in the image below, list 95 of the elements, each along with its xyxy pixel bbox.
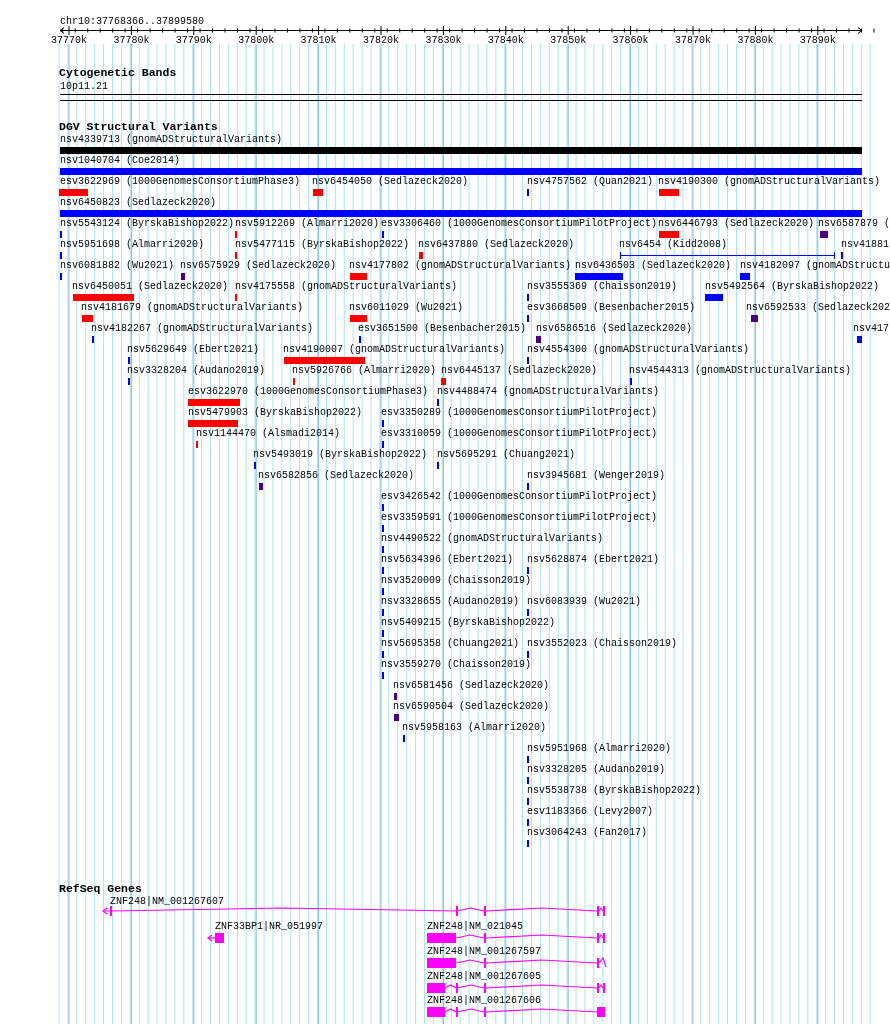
- variant-label: esv3350289 (1000GenomesConsortiumPilotProject): [381, 407, 658, 418]
- variant-label: nsv6083939 (Wu2021): [527, 596, 642, 607]
- variant-label: nsv5951968 (Almarri2020): [527, 743, 672, 754]
- variant-label: nsv6081882 (Wu2021): [60, 260, 175, 271]
- variant-label: nsv6436503 (Sedlazeck2020): [575, 260, 732, 271]
- tick-label: 37860k: [612, 35, 649, 46]
- tick-label: 37850k: [550, 35, 587, 46]
- variant-label: nsv4544313 (gnomADStructuralVariants): [629, 365, 852, 376]
- band-label: 10p11.21: [60, 81, 108, 92]
- tick-label: 37810k: [300, 35, 337, 46]
- variant-label: nsv6454 (Kidd2008): [619, 239, 728, 250]
- gene-label: ZNF248|NM_021045: [427, 921, 523, 932]
- variant-label: nsv4190300 (gnomADStructuralVariants): [658, 176, 881, 187]
- variant-label: nsv5695291 (Chuang2021): [437, 449, 576, 460]
- variant-label: nsv3555369 (Chaisson2019): [527, 281, 678, 292]
- variant-label: nsv417: [853, 323, 889, 334]
- tick-label: 37890k: [799, 35, 836, 46]
- tick-label: 37840k: [487, 35, 524, 46]
- variant-label: nsv5629649 (Ebert2021): [127, 344, 260, 355]
- variant-label: nsv6575929 (Sedlazeck2020): [180, 260, 337, 271]
- coordinate-label: chr10:37768366..37899580: [60, 16, 205, 27]
- tick-label: 37870k: [675, 35, 711, 46]
- variant-label: nsv6582856 (Sedlazeck2020): [258, 470, 415, 481]
- variant-label: nsv3328655 (Audano2019): [381, 596, 520, 607]
- variant-label: nsv6011029 (Wu2021): [349, 302, 464, 313]
- variant-label: nsv1144470 (Alsmadi2014): [196, 428, 341, 439]
- variant-label: nsv4181679 (gnomADStructuralVariants): [81, 302, 304, 313]
- tick-label: 37790k: [175, 35, 212, 46]
- variant-label: esv1183366 (Levy2007): [527, 806, 654, 817]
- variant-label: nsv6437880 (Sedlazeck2020): [418, 239, 575, 250]
- variant-label: nsv4182267 (gnomADStructuralVariants): [91, 323, 314, 334]
- variant-label: nsv4554300 (gnomADStructuralVariants): [527, 344, 750, 355]
- variant-label: nsv5493019 (ByrskaBishop2022): [253, 449, 428, 460]
- variant-label: nsv4757562 (Quan2021): [527, 176, 654, 187]
- tick-label: 37800k: [238, 35, 275, 46]
- variant-label: nsv4177802 (gnomADStructuralVariants): [349, 260, 572, 271]
- gene-label: ZNF33BP1|NR_051997: [215, 921, 324, 932]
- gene-label: ZNF248|NM_001267597: [427, 946, 542, 957]
- variant-label: nsv5634396 (Ebert2021): [381, 554, 514, 565]
- variant-label: nsv3945681 (Wenger2019): [527, 470, 666, 481]
- variant-label: nsv6581456 (Sedlazeck2020): [393, 680, 550, 691]
- variant-label: nsv6446793 (Sedlazeck2020): [658, 218, 815, 229]
- variant-label: nsv5477115 (ByrskaBishop2022): [235, 239, 410, 250]
- tick-label: 37780k: [113, 35, 150, 46]
- variant-label: nsv6587879 (: [818, 218, 890, 229]
- track-title: DGV Structural Variants: [59, 121, 218, 133]
- variant-label: nsv5409215 (ByrskaBishop2022): [381, 617, 556, 628]
- variant-label: esv3651500 (Besenbacher2015): [358, 323, 527, 334]
- variant-label: nsv4339713 (gnomADStructuralVariants): [60, 134, 283, 145]
- variant-label: nsv3328205 (Audano2019): [527, 764, 666, 775]
- variant-label: nsv6450823 (Sedlazeck2020): [60, 197, 217, 208]
- tick-label: 37770k: [51, 35, 87, 46]
- variant-label: nsv4182097 (gnomADStructu: [740, 260, 890, 271]
- variant-label: nsv6586516 (Sedlazeck2020): [536, 323, 693, 334]
- variant-label: nsv4175558 (gnomADStructuralVariants): [235, 281, 458, 292]
- variant-label: nsv5492564 (ByrskaBishop2022): [705, 281, 880, 292]
- variant-label: esv3668509 (Besenbacher2015): [527, 302, 696, 313]
- gene-label: ZNF248|NM_001267605: [427, 971, 542, 982]
- variant-label: nsv3328204 (Audano2019): [127, 365, 266, 376]
- variant-label: nsv5912269 (Almarri2020): [235, 218, 380, 229]
- tick-label: 37830k: [425, 35, 462, 46]
- variant-label: nsv5543124 (ByrskaBishop2022): [60, 218, 235, 229]
- variant-label: nsv6590504 (Sedlazeck2020): [393, 701, 550, 712]
- variant-label: esv3622969 (1000GenomesConsortiumPhase3): [60, 176, 301, 187]
- variant-label: nsv5538738 (ByrskaBishop2022): [527, 785, 702, 796]
- variant-label: nsv4490522 (gnomADStructuralVariants): [381, 533, 604, 544]
- variant-label: nsv6592533 (Sedlazeck202: [746, 302, 890, 313]
- variant-label: nsv3064243 (Fan2017): [527, 827, 648, 838]
- variant-label: nsv5926766 (Almarri2020): [292, 365, 437, 376]
- variant-label: nsv6450051 (Sedlazeck2020): [72, 281, 229, 292]
- variant-label: esv3426542 (1000GenomesConsortiumPilotProject): [381, 491, 658, 502]
- variant-label: nsv5958163 (Almarri2020): [402, 722, 547, 733]
- variant-label: esv3622970 (1000GenomesConsortiumPhase3): [188, 386, 429, 397]
- variant-label: nsv3552023 (Chaisson2019): [527, 638, 678, 649]
- variant-label: esv3306460 (1000GenomesConsortiumPilotProject): [381, 218, 658, 229]
- track-title: Cytogenetic Bands: [59, 67, 177, 79]
- track-title: RefSeq Genes: [59, 883, 142, 895]
- variant-label: esv3359591 (1000GenomesConsortiumPilotProject): [381, 512, 658, 523]
- variant-label: nsv41881: [841, 239, 889, 250]
- gene-label: ZNF248|NM_001267606: [427, 995, 542, 1006]
- variant-label: nsv5628874 (Ebert2021): [527, 554, 660, 565]
- variant-label: nsv4190007 (gnomADStructuralVariants): [283, 344, 506, 355]
- variant-label: nsv5695358 (Chuang2021): [381, 638, 520, 649]
- variant-label: nsv6454050 (Sedlazeck2020): [312, 176, 469, 187]
- variant-label: nsv6445137 (Sedlazeck2020): [441, 365, 598, 376]
- gene-label: ZNF248|NM_001267607: [110, 896, 225, 907]
- tick-label: 37880k: [737, 35, 774, 46]
- variant-label: nsv5479903 (ByrskaBishop2022): [188, 407, 363, 418]
- variant-label: nsv3520009 (Chaisson2019): [381, 575, 532, 586]
- variant-label: nsv5951698 (Almarri2020): [60, 239, 205, 250]
- variant-label: nsv4488474 (gnomADStructuralVariants): [437, 386, 660, 397]
- variant-label: esv3310059 (1000GenomesConsortiumPilotProject): [381, 428, 658, 439]
- variant-label: nsv3559270 (Chaisson2019): [381, 659, 532, 670]
- variant-label: nsv1040704 (Coe2014): [60, 155, 181, 166]
- tick-label: 37820k: [363, 35, 399, 46]
